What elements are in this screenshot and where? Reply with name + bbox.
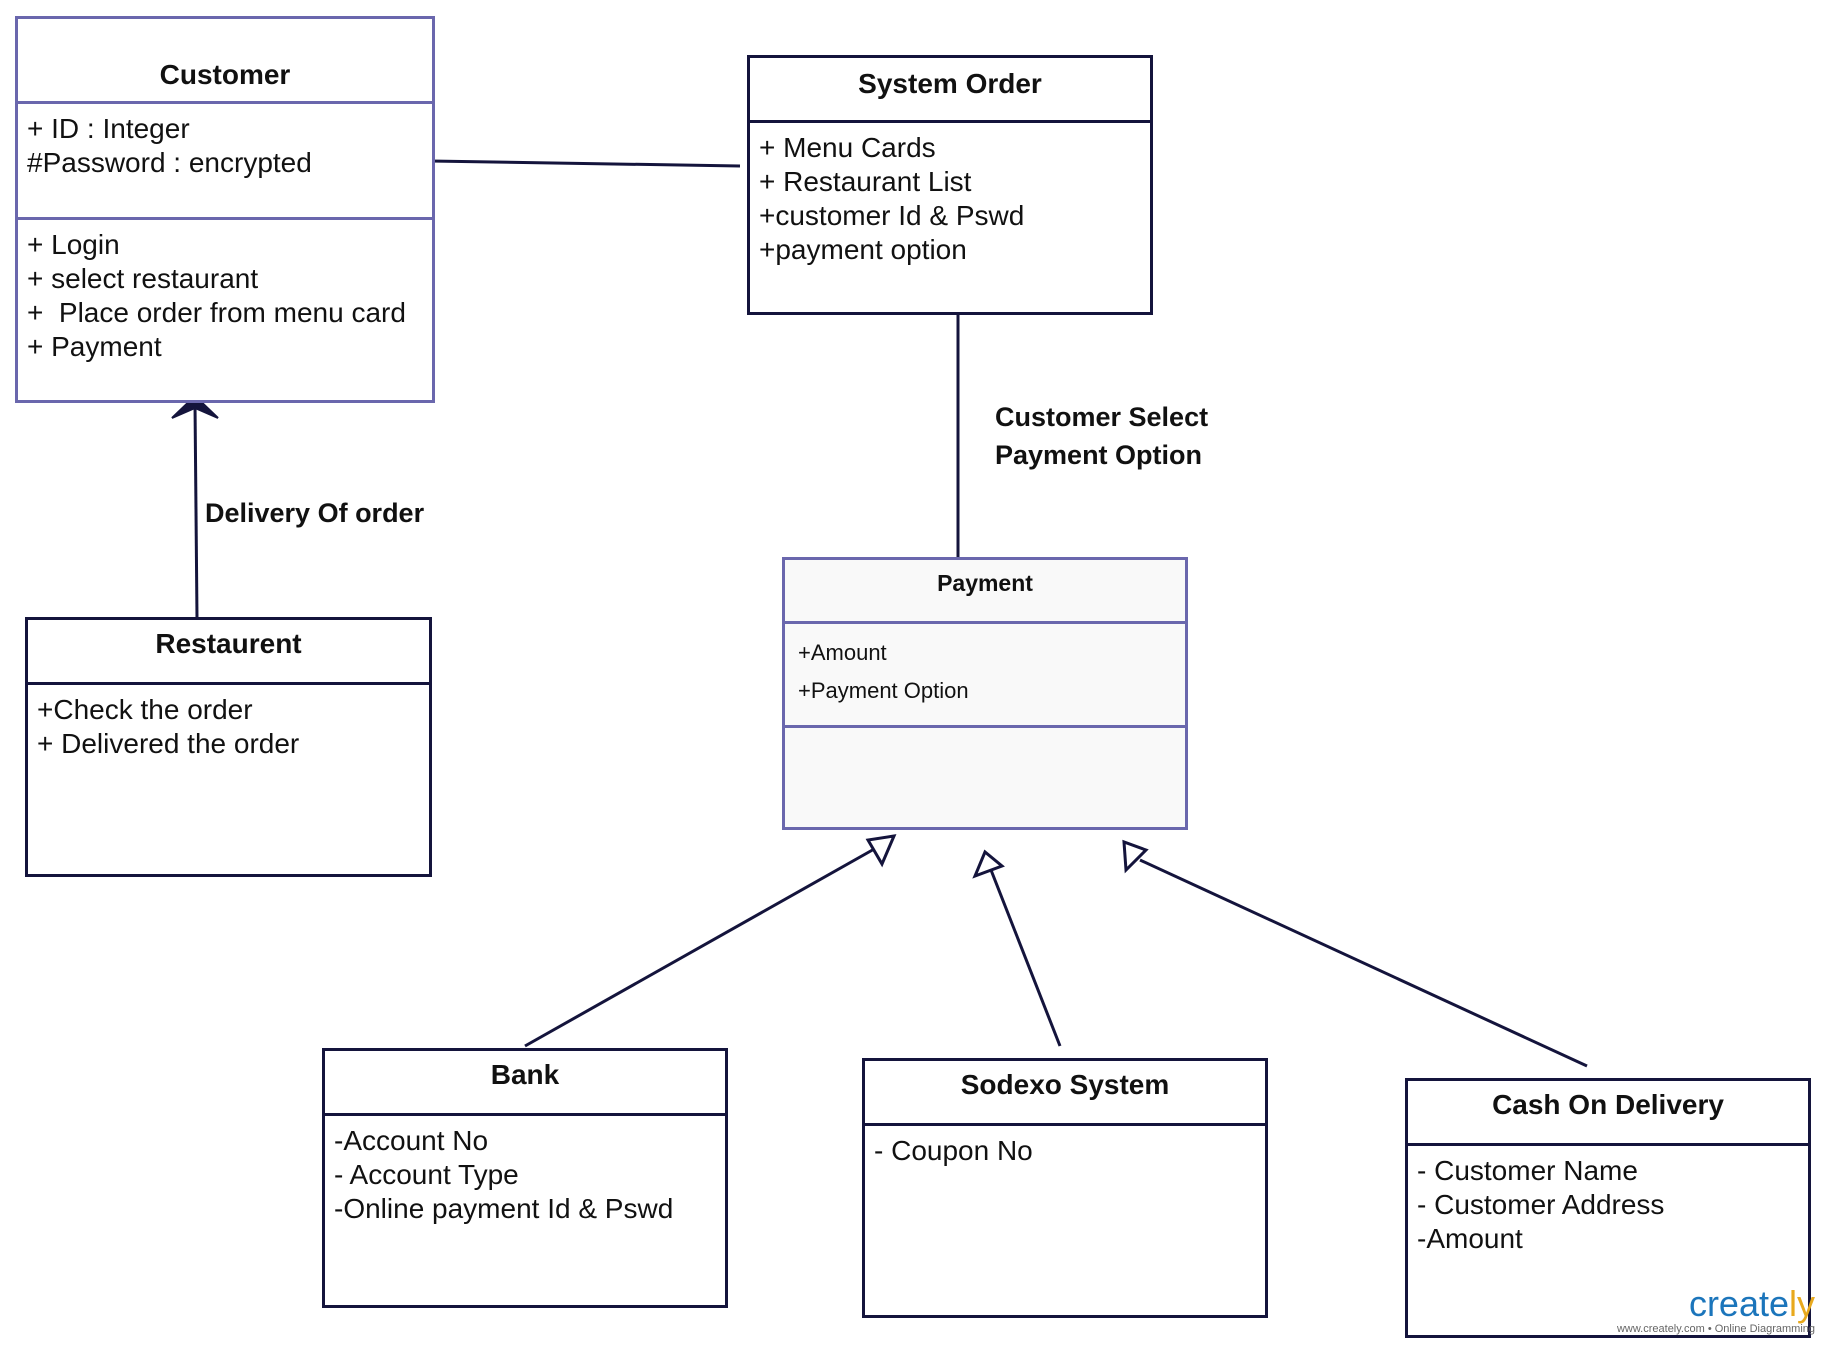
generalization-bank-arrowhead [865, 834, 897, 868]
generalization-bank-line [524, 846, 877, 1048]
class-customer-methods: + Login + select restaurant + Place orde… [18, 217, 432, 364]
class-payment-methods [785, 725, 1185, 825]
generalization-sodexo-arrowhead [972, 849, 1005, 879]
label-delivery-of-order: Delivery Of order [205, 498, 425, 528]
class-restaurent[interactable]: Restaurent +Check the order + Delivered … [25, 617, 432, 877]
class-restaurent-attributes: +Check the order + Delivered the order [28, 682, 429, 761]
class-system-order[interactable]: System Order + Menu Cards + Restaurant L… [747, 55, 1153, 315]
generalization-sodexo-line [989, 869, 1062, 1047]
delivery-arrow-line [193, 403, 199, 619]
class-customer-name: Customer [159, 59, 291, 90]
class-sodexo-system-name: Sodexo System [960, 1069, 1170, 1100]
class-payment-name: Payment [937, 570, 1033, 596]
class-customer-attributes: + ID : Integer #Password : encrypted [18, 101, 432, 219]
class-restaurent-name: Restaurent [155, 628, 302, 659]
class-sodexo-system[interactable]: Sodexo System - Coupon No [862, 1058, 1268, 1318]
logo-word-end: ly [1789, 1283, 1815, 1324]
logo-tagline: www.creately.com • Online Diagramming [1616, 1323, 1815, 1335]
class-bank-name: Bank [490, 1059, 560, 1090]
association-customer-system-order [429, 159, 741, 168]
logo-word-main: create [1688, 1283, 1789, 1324]
class-system-order-name: System Order [858, 68, 1042, 99]
class-cash-on-delivery-name: Cash On Delivery [1492, 1089, 1724, 1120]
label-customer-select-payment-option: Customer Select Payment Option [995, 402, 1209, 470]
class-cash-on-delivery-attributes: - Customer Name - Customer Address -Amou… [1408, 1143, 1808, 1256]
class-sodexo-system-attributes: - Coupon No [865, 1123, 1265, 1168]
generalization-cod-arrowhead [1122, 839, 1149, 874]
class-bank-attributes: -Account No - Account Type -Online payme… [325, 1113, 725, 1226]
generalization-cod-line [1139, 858, 1588, 1068]
class-payment[interactable]: Payment +Amount +Payment Option [782, 557, 1188, 830]
class-cash-on-delivery[interactable]: Cash On Delivery - Customer Name - Custo… [1405, 1078, 1811, 1338]
class-customer[interactable]: Customer + ID : Integer #Password : encr… [15, 16, 435, 403]
class-payment-attributes: +Amount +Payment Option [785, 621, 1185, 727]
class-system-order-attributes: + Menu Cards + Restaurant List +customer… [750, 120, 1150, 267]
delivery-arrowhead [171, 394, 219, 419]
creately-logo: creately www.creately.com • Online Diagr… [1617, 1286, 1815, 1336]
class-bank[interactable]: Bank -Account No - Account Type -Online … [322, 1048, 728, 1308]
